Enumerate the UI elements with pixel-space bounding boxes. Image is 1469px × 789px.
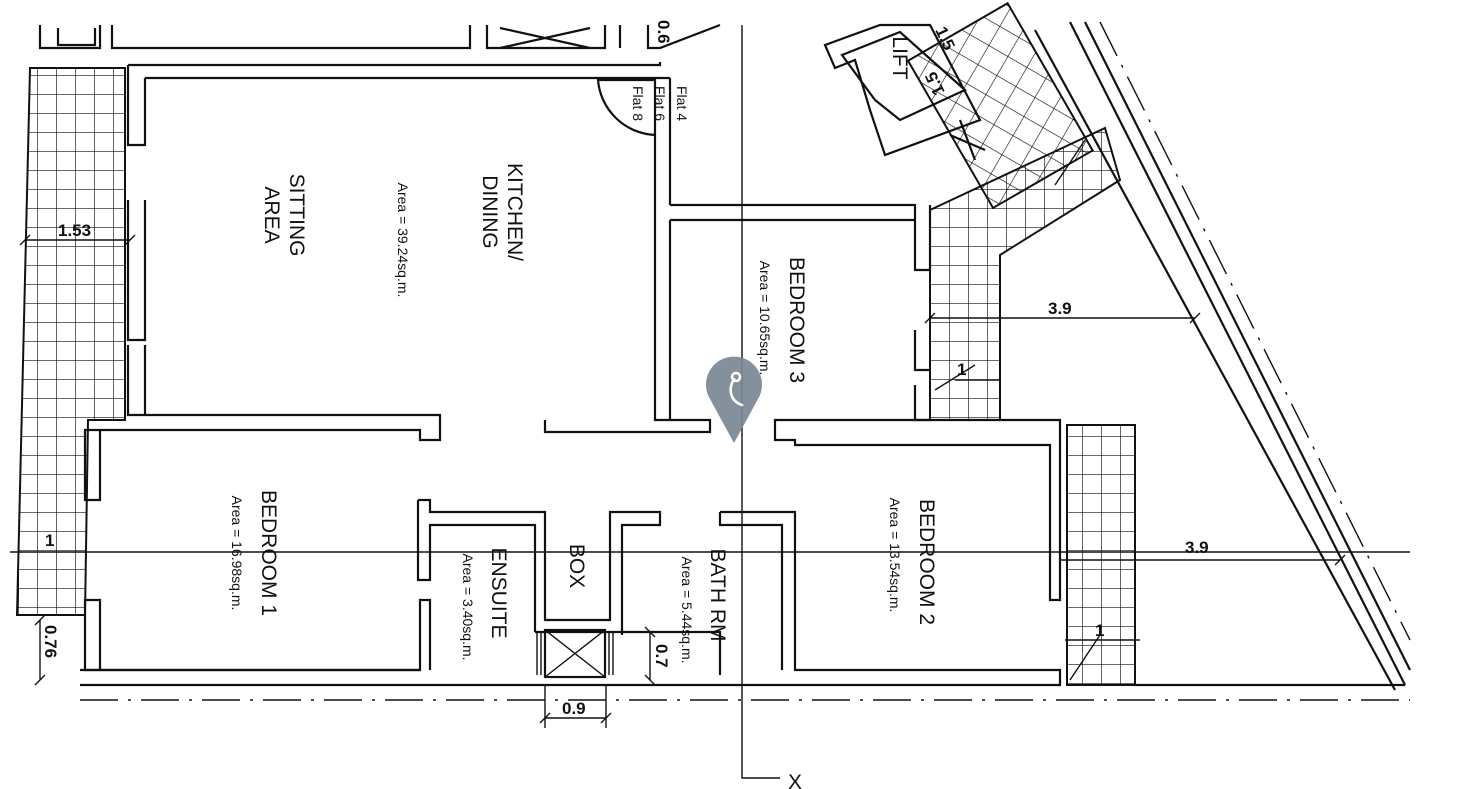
dim-terrace-upper: 1 [957, 360, 966, 379]
ensuite-label: ENSUITE [487, 547, 510, 638]
flat-8-label: Flat 8 [630, 86, 646, 121]
room-bedroom2: BEDROOM 2 Area = 13.54sq.m. [887, 498, 938, 625]
dim-left-balcony-low: 1 [45, 531, 54, 550]
dim-shaft-depth: 0.7 [652, 644, 671, 668]
room-bedroom3: BEDROOM 3 Area = 10.65sq.m. [757, 257, 808, 383]
room-ensuite: ENSUITE Area = 3.40sq.m. [460, 547, 510, 660]
bedroom3-area: Area = 10.65sq.m. [757, 261, 773, 376]
bedroom3-label: BEDROOM 3 [785, 257, 808, 383]
room-sitting: SITTING AREA [260, 174, 308, 257]
bath-label: BATH RM [706, 549, 729, 642]
room-bedroom1: BEDROOM 1 Area = 16.98sq.m. [229, 490, 280, 616]
entrance-door [596, 76, 670, 137]
left-balcony [15, 67, 126, 616]
box-label: BOX [565, 544, 588, 588]
kitchen-area: Area = 39.24sq.m. [395, 183, 411, 298]
walls [80, 62, 1062, 687]
boundary-lines [80, 21, 1411, 701]
dim-right-upper: 3.9 [1048, 299, 1072, 318]
section-lines [10, 25, 1410, 779]
ensuite-area: Area = 3.40sq.m. [460, 553, 476, 660]
entrance-labels: Flat 4 Flat 6 Flat 8 [630, 86, 690, 121]
dim-top-door: 0.6 [654, 20, 673, 44]
section-axis-label: X [788, 771, 802, 789]
bedroom1-label: BEDROOM 1 [257, 490, 280, 616]
room-bath: BATH RM Area = 5.44sq.m. [679, 549, 729, 664]
bedroom2-label: BEDROOM 2 [915, 499, 938, 625]
room-kitchen: KITCHEN/ DINING Area = 39.24sq.m. [395, 163, 526, 297]
bath-area: Area = 5.44sq.m. [679, 556, 695, 663]
dim-right-lower: 3.9 [1185, 538, 1209, 557]
top-walls [38, 23, 721, 50]
dim-left-offset: 0.76 [41, 625, 60, 658]
dim-left-balcony: 1.53 [58, 221, 91, 240]
flat-6-label: Flat 6 [652, 86, 668, 121]
bedroom1-area: Area = 16.98sq.m. [229, 496, 245, 611]
shaft [536, 628, 614, 679]
flat-4-label: Flat 4 [674, 86, 690, 121]
bedroom2-area: Area = 13.54sq.m. [887, 498, 903, 613]
dimension-lines [19, 234, 1346, 728]
dim-terrace-lower: 1 [1095, 621, 1104, 640]
dim-shaft-width: 0.9 [562, 699, 586, 718]
kitchen-label-2: DINING [478, 175, 501, 249]
sitting-label-2: AREA [260, 186, 283, 243]
location-pin-icon[interactable] [706, 356, 762, 443]
lift-label: LIFT [888, 36, 911, 79]
kitchen-label-1: KITCHEN/ [503, 163, 526, 261]
sitting-label-1: SITTING [285, 174, 308, 257]
lower-terrace [1066, 424, 1136, 686]
right-balcony [929, 126, 1122, 421]
